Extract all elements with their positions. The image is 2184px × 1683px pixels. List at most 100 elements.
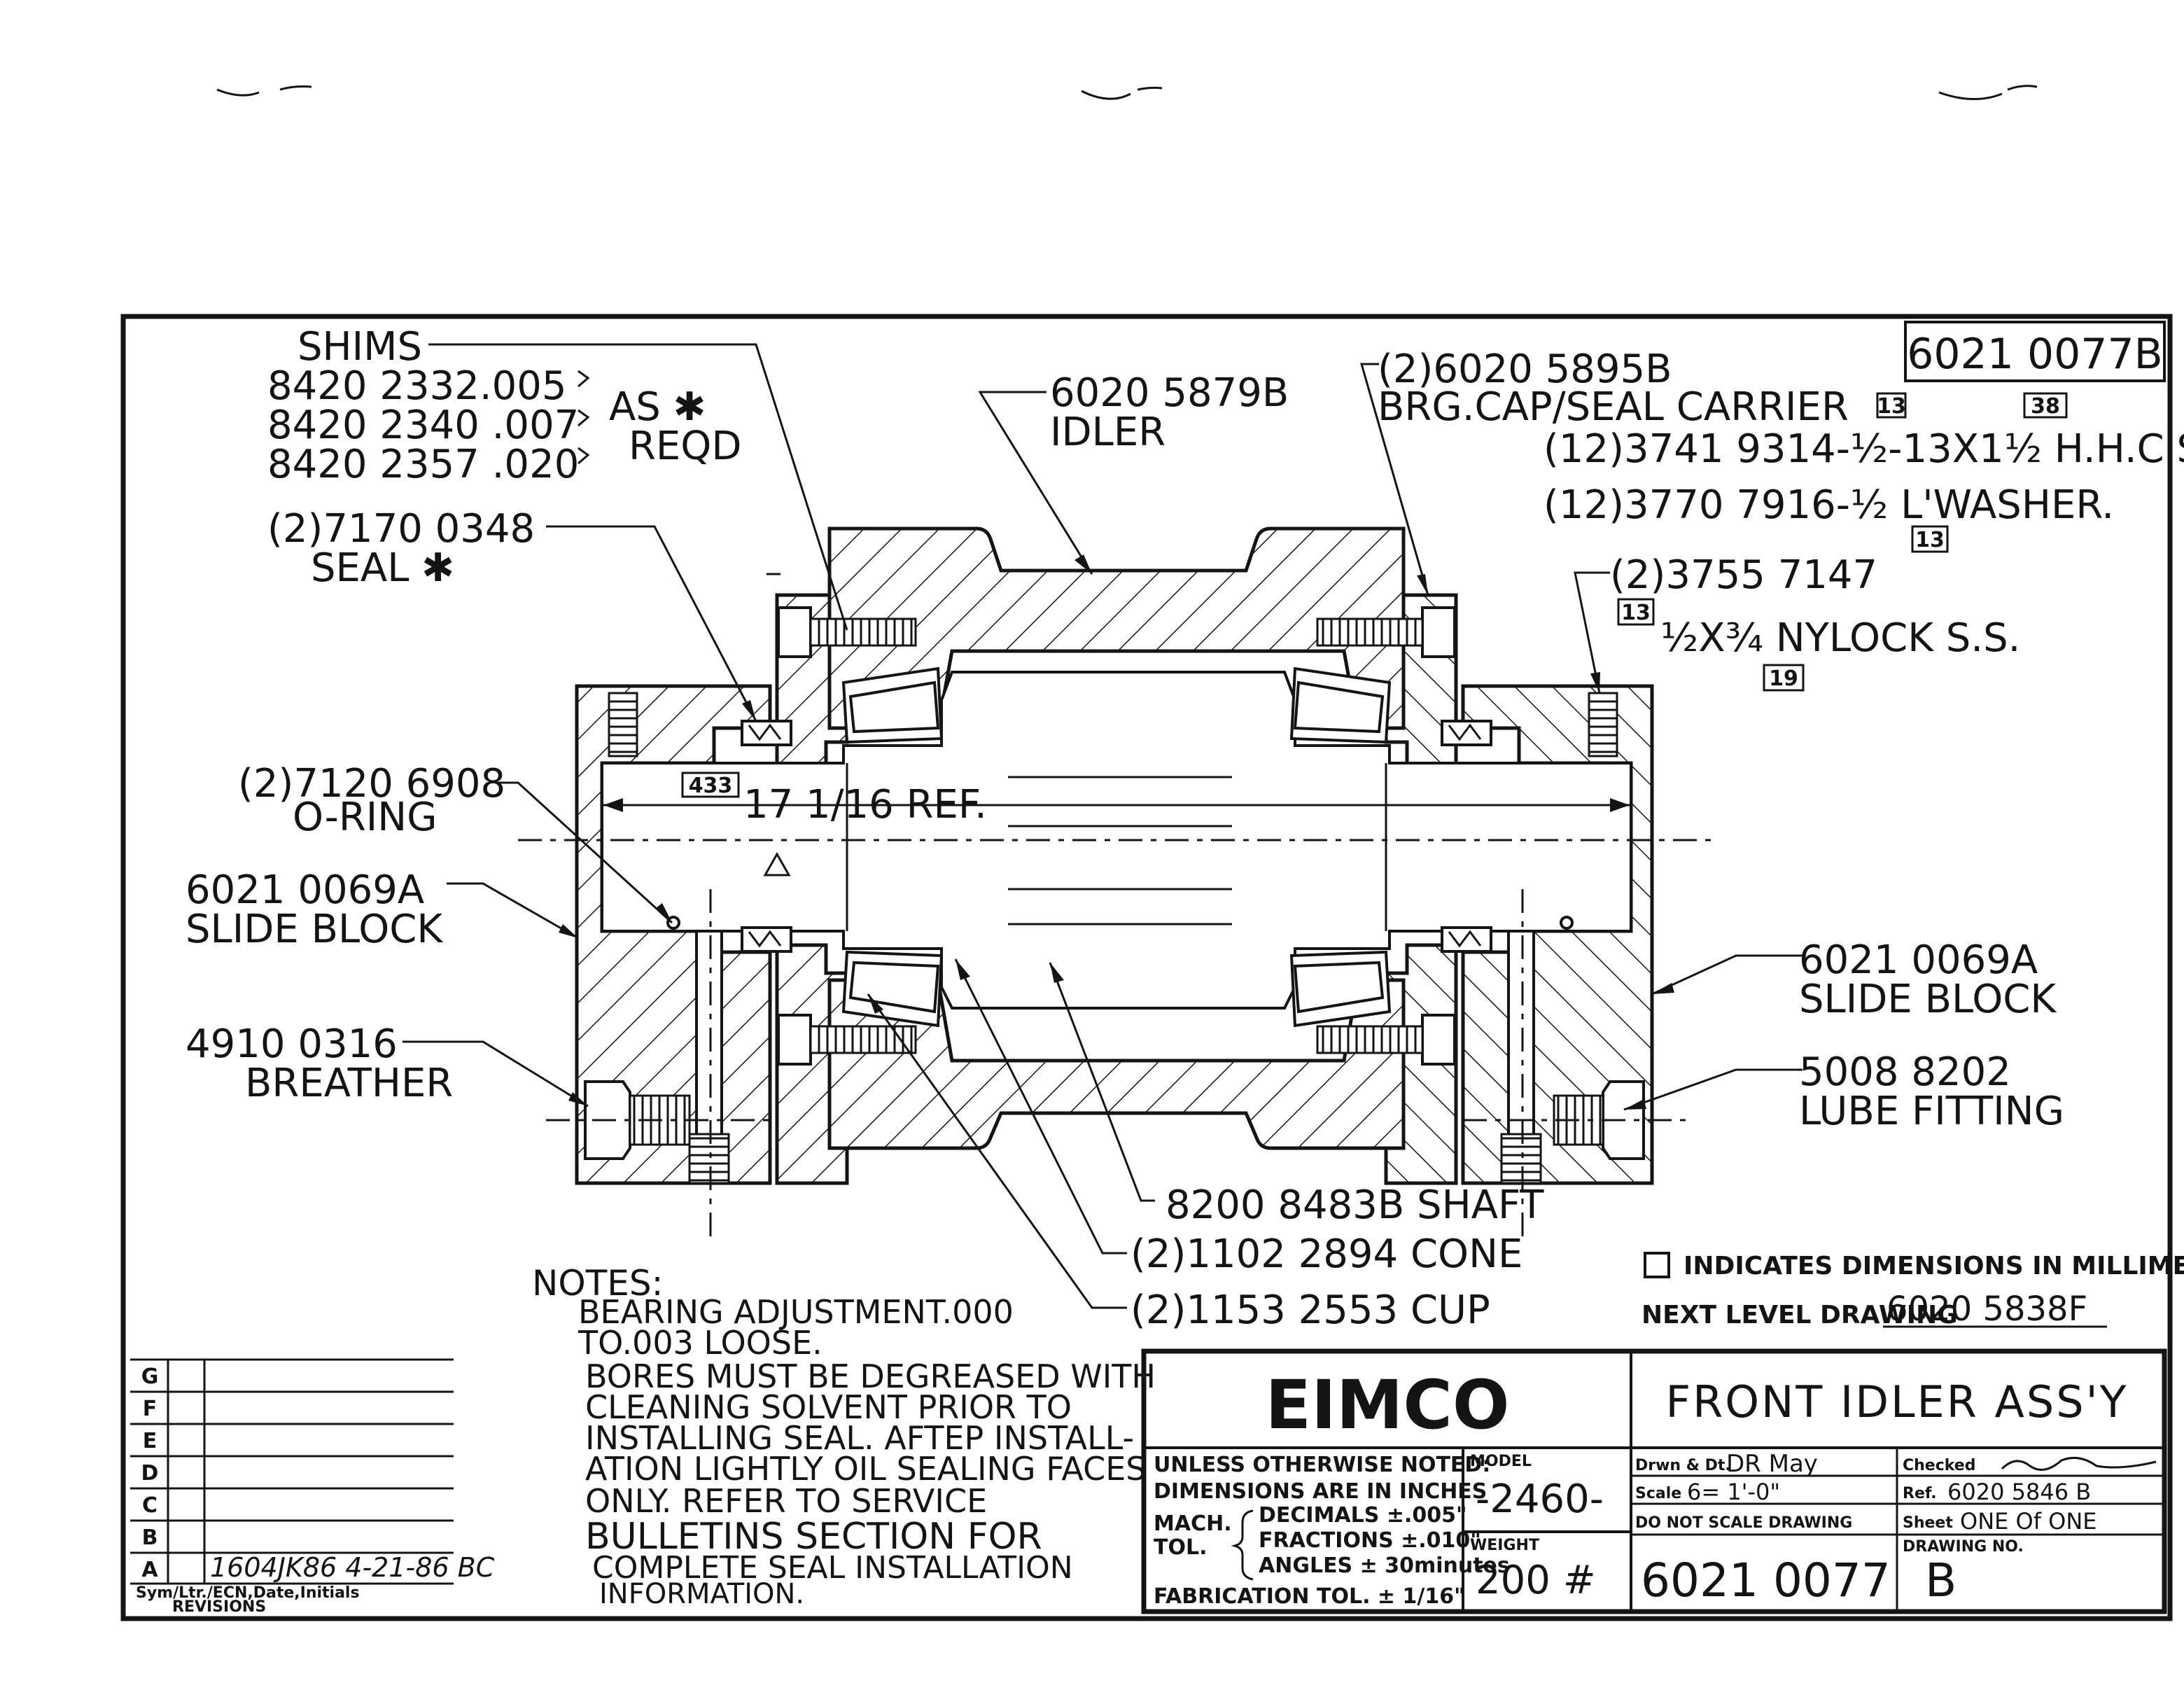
revision-letter: B — [1925, 1553, 1956, 1607]
note-line-3: BORES MUST BE DEGREASED WITH — [585, 1357, 1156, 1395]
dimension-note: INDICATES DIMENSIONS IN MILLIMETERS NEXT… — [1642, 1252, 2184, 1329]
shaft — [601, 671, 1632, 1010]
box-38: 38 — [2031, 394, 2060, 419]
ref-mm-box: 433 — [689, 774, 733, 798]
mach-label-2: TOL. — [1154, 1535, 1207, 1560]
weight-value: 200 # — [1476, 1558, 1596, 1603]
hhcs-callout: (12)3741 9314-½-13X1½ H.H.C.S. — [1544, 426, 2184, 472]
ref-value: 6020 5846 B — [1947, 1479, 2091, 1505]
shaft-callout: 8200 8483B SHAFT — [1166, 1182, 1544, 1228]
idler-label: IDLER — [1050, 410, 1166, 455]
box-19: 19 — [1769, 666, 1798, 691]
shims-part-3: 8420 2357 .020 — [267, 442, 579, 487]
as-reqd-1: AS ✱ — [609, 384, 706, 430]
sheet-label: Sheet — [1903, 1514, 1953, 1532]
breather-label: BREATHER — [245, 1061, 453, 1106]
tol-angles: ANGLES ± 30minutes — [1259, 1553, 1510, 1578]
rev-row-f: F — [143, 1397, 158, 1421]
shims-part-1: 8420 2332.005 — [267, 363, 567, 409]
scale-label: Scale — [1635, 1485, 1681, 1502]
note-line-1: BEARING ADJUSTMENT.000 — [578, 1293, 1014, 1331]
notes-title: NOTES: — [532, 1263, 663, 1304]
shims-part-2: 8420 2340 .007 — [267, 403, 579, 448]
lube-fitting-label: LUBE FITTING — [1799, 1089, 2064, 1134]
box-13-a: 13 — [1877, 394, 1906, 419]
rev-row-d: D — [141, 1461, 159, 1486]
scan-marks — [216, 85, 2038, 100]
nylock-label: ½X¾ NYLOCK S.S. — [1660, 615, 2020, 661]
rev-footer-2: REVISIONS — [172, 1598, 266, 1616]
as-reqd-2: REQD — [629, 424, 742, 469]
lube-fitting-part: 5008 8202 — [1799, 1049, 2011, 1095]
ref-label: Ref. — [1903, 1485, 1937, 1502]
model-value: -2460- — [1476, 1476, 1604, 1522]
note-line-7: ONLY. REFER TO SERVICE — [585, 1482, 987, 1520]
callouts: SHIMS 8420 2332.005 8420 2340 .007 8420 … — [186, 324, 2184, 1333]
drawing-number-text: 6021 0077B — [1907, 330, 2163, 379]
shims-title: SHIMS — [298, 324, 422, 370]
note-line-10: INFORMATION. — [599, 1578, 804, 1610]
title-block: EIMCO FRONT IDLER ASS'Y UNLESS OTHERWISE… — [1141, 1348, 2167, 1614]
note-line-9: COMPLETE SEAL INSTALLATION — [592, 1550, 1073, 1586]
mm-note: INDICATES DIMENSIONS IN MILLIMETERS — [1684, 1252, 2184, 1280]
slide-block-left-label: SLIDE BLOCK — [186, 907, 443, 952]
cone-callout: (2)1102 2894 CONE — [1130, 1231, 1522, 1277]
seal-part: (2)7170 0348 — [267, 506, 535, 552]
next-level-value: 6020 5838F — [1886, 1290, 2087, 1329]
tol-fractions: FRACTIONS ±.010" — [1259, 1528, 1481, 1553]
rev-row-b: B — [142, 1525, 158, 1550]
note-line-6: ATION LIGHTLY OIL SEALING FACES — [585, 1450, 1146, 1488]
oring-part: (2)7120 6908 — [238, 761, 505, 806]
cap-screws — [777, 606, 1456, 1066]
rev-row-a: A — [141, 1558, 158, 1582]
seal-label: SEAL ✱ — [311, 545, 454, 591]
note-line-2: TO.003 LOOSE. — [578, 1324, 822, 1362]
brg-cap-part: (2)6020 5895B — [1378, 347, 1672, 392]
unless-noted-1: UNLESS OTHERWISE NOTED: — [1154, 1453, 1490, 1477]
rev-row-g: G — [141, 1364, 159, 1389]
mach-label-1: MACH. — [1154, 1511, 1232, 1536]
box-13-b: 13 — [1915, 528, 1945, 552]
oring-label: O-RING — [293, 795, 438, 840]
rev-row-c: C — [142, 1493, 158, 1518]
bearing-cone-cup — [841, 666, 1392, 1028]
next-level-label: NEXT LEVEL DRAWING — [1642, 1301, 1958, 1329]
note-line-5: INSTALLING SEAL. AFTEP INSTALL- — [585, 1419, 1134, 1457]
drawn-value: DR May — [1726, 1450, 1818, 1478]
slide-block-right-part: 6021 0069A — [1799, 937, 2038, 983]
notes-block: NOTES: BEARING ADJUSTMENT.000 TO.003 LOO… — [532, 1263, 1156, 1610]
cup-callout: (2)1153 2553 CUP — [1130, 1287, 1490, 1333]
company-name: EIMCO — [1266, 1366, 1510, 1444]
unless-noted-2: DIMENSIONS ARE IN INCHES — [1154, 1479, 1487, 1504]
set-screws — [608, 692, 1618, 1185]
brg-cap-label: BRG.CAP/SEAL CARRIER — [1378, 384, 1849, 430]
seals — [666, 720, 1574, 953]
washer-callout: (12)3770 7916-½ L'WASHER. — [1544, 482, 2114, 528]
rev-footer-1: Sym/Ltr./ECN,Date,Initials — [136, 1584, 360, 1602]
fab-tolerance: FABRICATION TOL. ± 1/16" — [1154, 1584, 1465, 1609]
do-not-scale: DO NOT SCALE DRAWING — [1635, 1514, 1852, 1532]
note-line-8: BULLETINS SECTION FOR — [585, 1516, 1042, 1558]
drawn-label: Drwn & Dt. — [1635, 1457, 1731, 1474]
drawing-frame — [120, 314, 2173, 1621]
tol-decimals: DECIMALS ±.005" — [1259, 1503, 1467, 1528]
model-label: MODEL — [1470, 1453, 1532, 1470]
breather-part: 4910 0316 — [186, 1021, 398, 1067]
sheet-value: ONE Of ONE — [1960, 1508, 2096, 1535]
rev-entry-a: 1604JK86 4-21-86 BC — [210, 1552, 495, 1583]
weight-label: WEIGHT — [1470, 1537, 1539, 1554]
slide-block-left-part: 6021 0069A — [186, 867, 424, 913]
drawing-no-label: DRAWING NO. — [1903, 1538, 2024, 1556]
scale-value: 6= 1'-0" — [1687, 1479, 1780, 1505]
drawing-title: FRONT IDLER ASS'Y — [1665, 1376, 2128, 1427]
idler-part: 6020 5879B — [1050, 370, 1289, 416]
box-13-c: 13 — [1621, 601, 1651, 625]
checked-label: Checked — [1903, 1457, 1975, 1474]
checked-signature — [2001, 1456, 2157, 1471]
leader-lines — [402, 343, 1802, 1309]
drawing-number-box: 6021 0077B — [1904, 321, 2166, 382]
note-line-4: CLEANING SOLVENT PRIOR TO — [585, 1388, 1072, 1426]
assembly-section-view — [518, 526, 1715, 1239]
ref-dimension: 17 1/16 REF. — [743, 782, 987, 827]
